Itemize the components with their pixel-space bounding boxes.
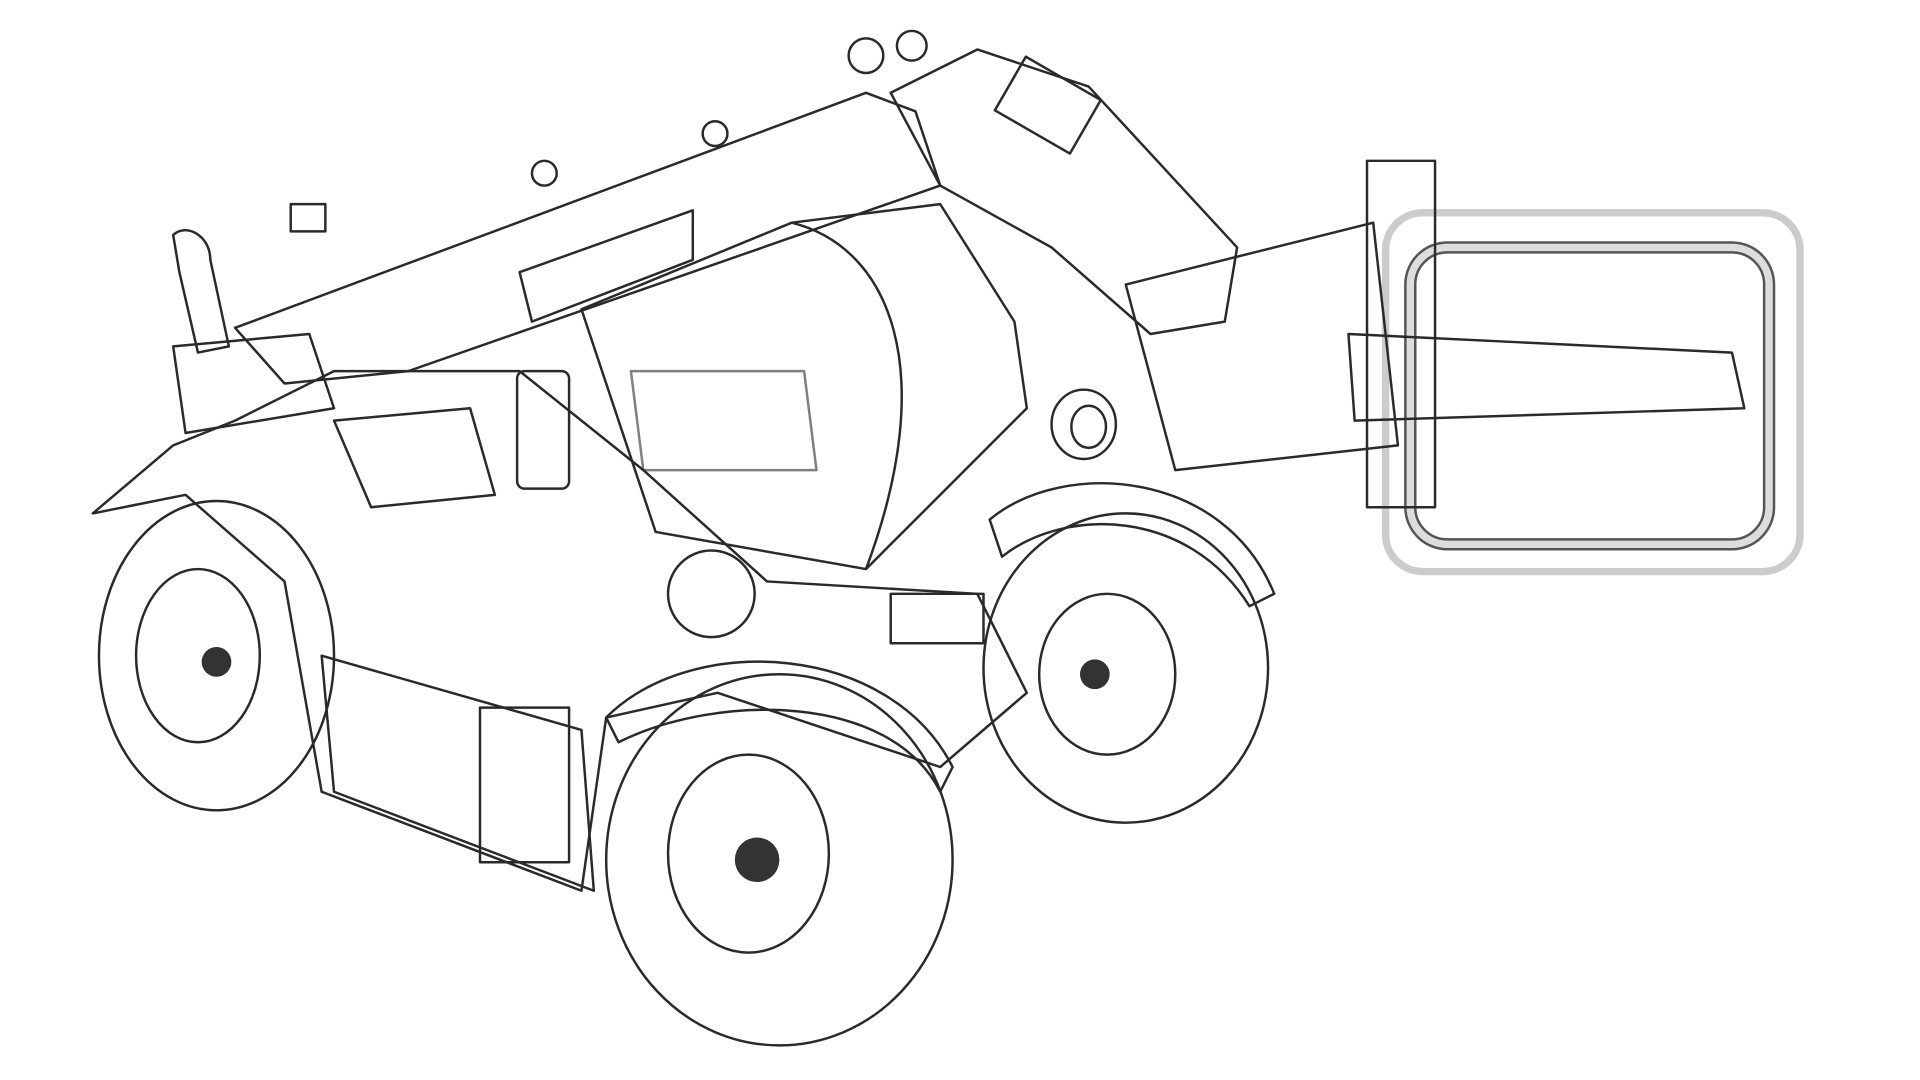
wheel-front-left <box>604 672 954 1047</box>
bale-clamp <box>1124 159 1804 576</box>
chassis <box>91 332 1029 892</box>
wheel-rear-left <box>97 499 336 812</box>
cab <box>580 202 1029 571</box>
side-mirror <box>515 369 571 490</box>
exhaust <box>171 229 231 354</box>
rear-mudguard <box>988 482 1276 608</box>
boom <box>233 29 1239 385</box>
mirror <box>289 202 327 233</box>
spare-wheel <box>1050 388 1118 461</box>
wheel-front-right <box>982 512 1270 824</box>
front-mudguard <box>604 660 954 793</box>
